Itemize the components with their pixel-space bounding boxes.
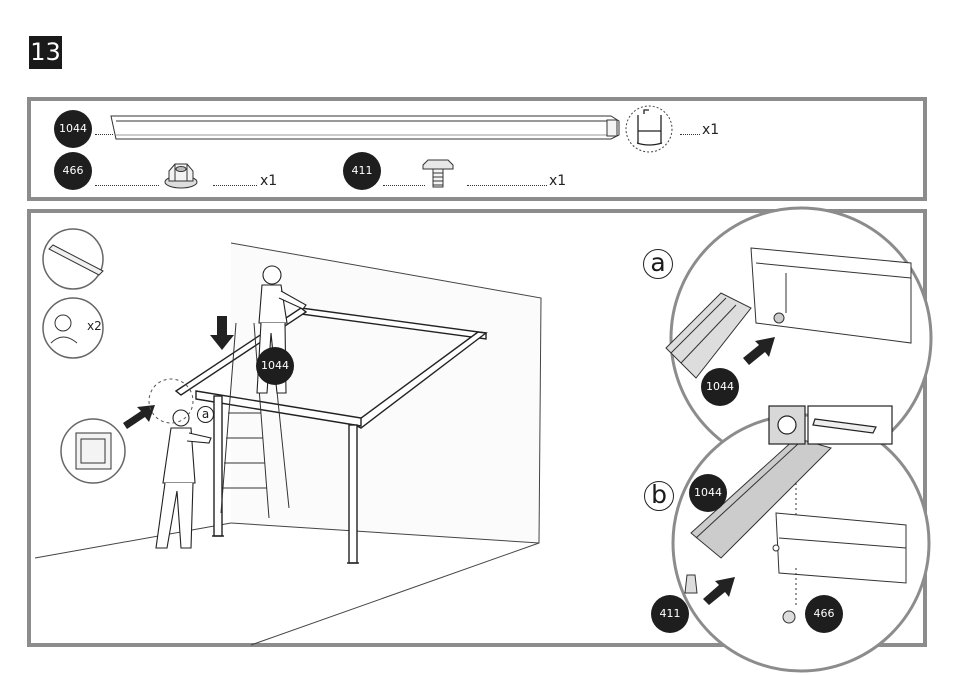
step-number: 13 — [29, 36, 62, 69]
detail-b-nut-label: 466 — [805, 595, 843, 633]
beam-label-1044: 1044 — [256, 347, 294, 385]
people-count: x2 — [87, 319, 102, 333]
assembly-main-illustration — [31, 213, 931, 651]
detail-b-letter: b — [644, 481, 674, 511]
t-bolt-illustration — [31, 101, 931, 205]
detail-a-part-label: 1044 — [701, 368, 739, 406]
callout-a-marker: a — [197, 406, 214, 423]
detail-a-letter: a — [643, 249, 673, 279]
part-quantity-411: x1 — [549, 173, 566, 189]
parts-list-panel: 1044 x1 466 — [27, 97, 927, 201]
assembly-scene-panel: 1044 a x2 a 1044 b 1044 411 466 — [27, 209, 927, 647]
detail-b-bolt-label: 411 — [651, 595, 689, 633]
leader-dots — [467, 185, 547, 186]
detail-b-beam-label: 1044 — [689, 474, 727, 512]
